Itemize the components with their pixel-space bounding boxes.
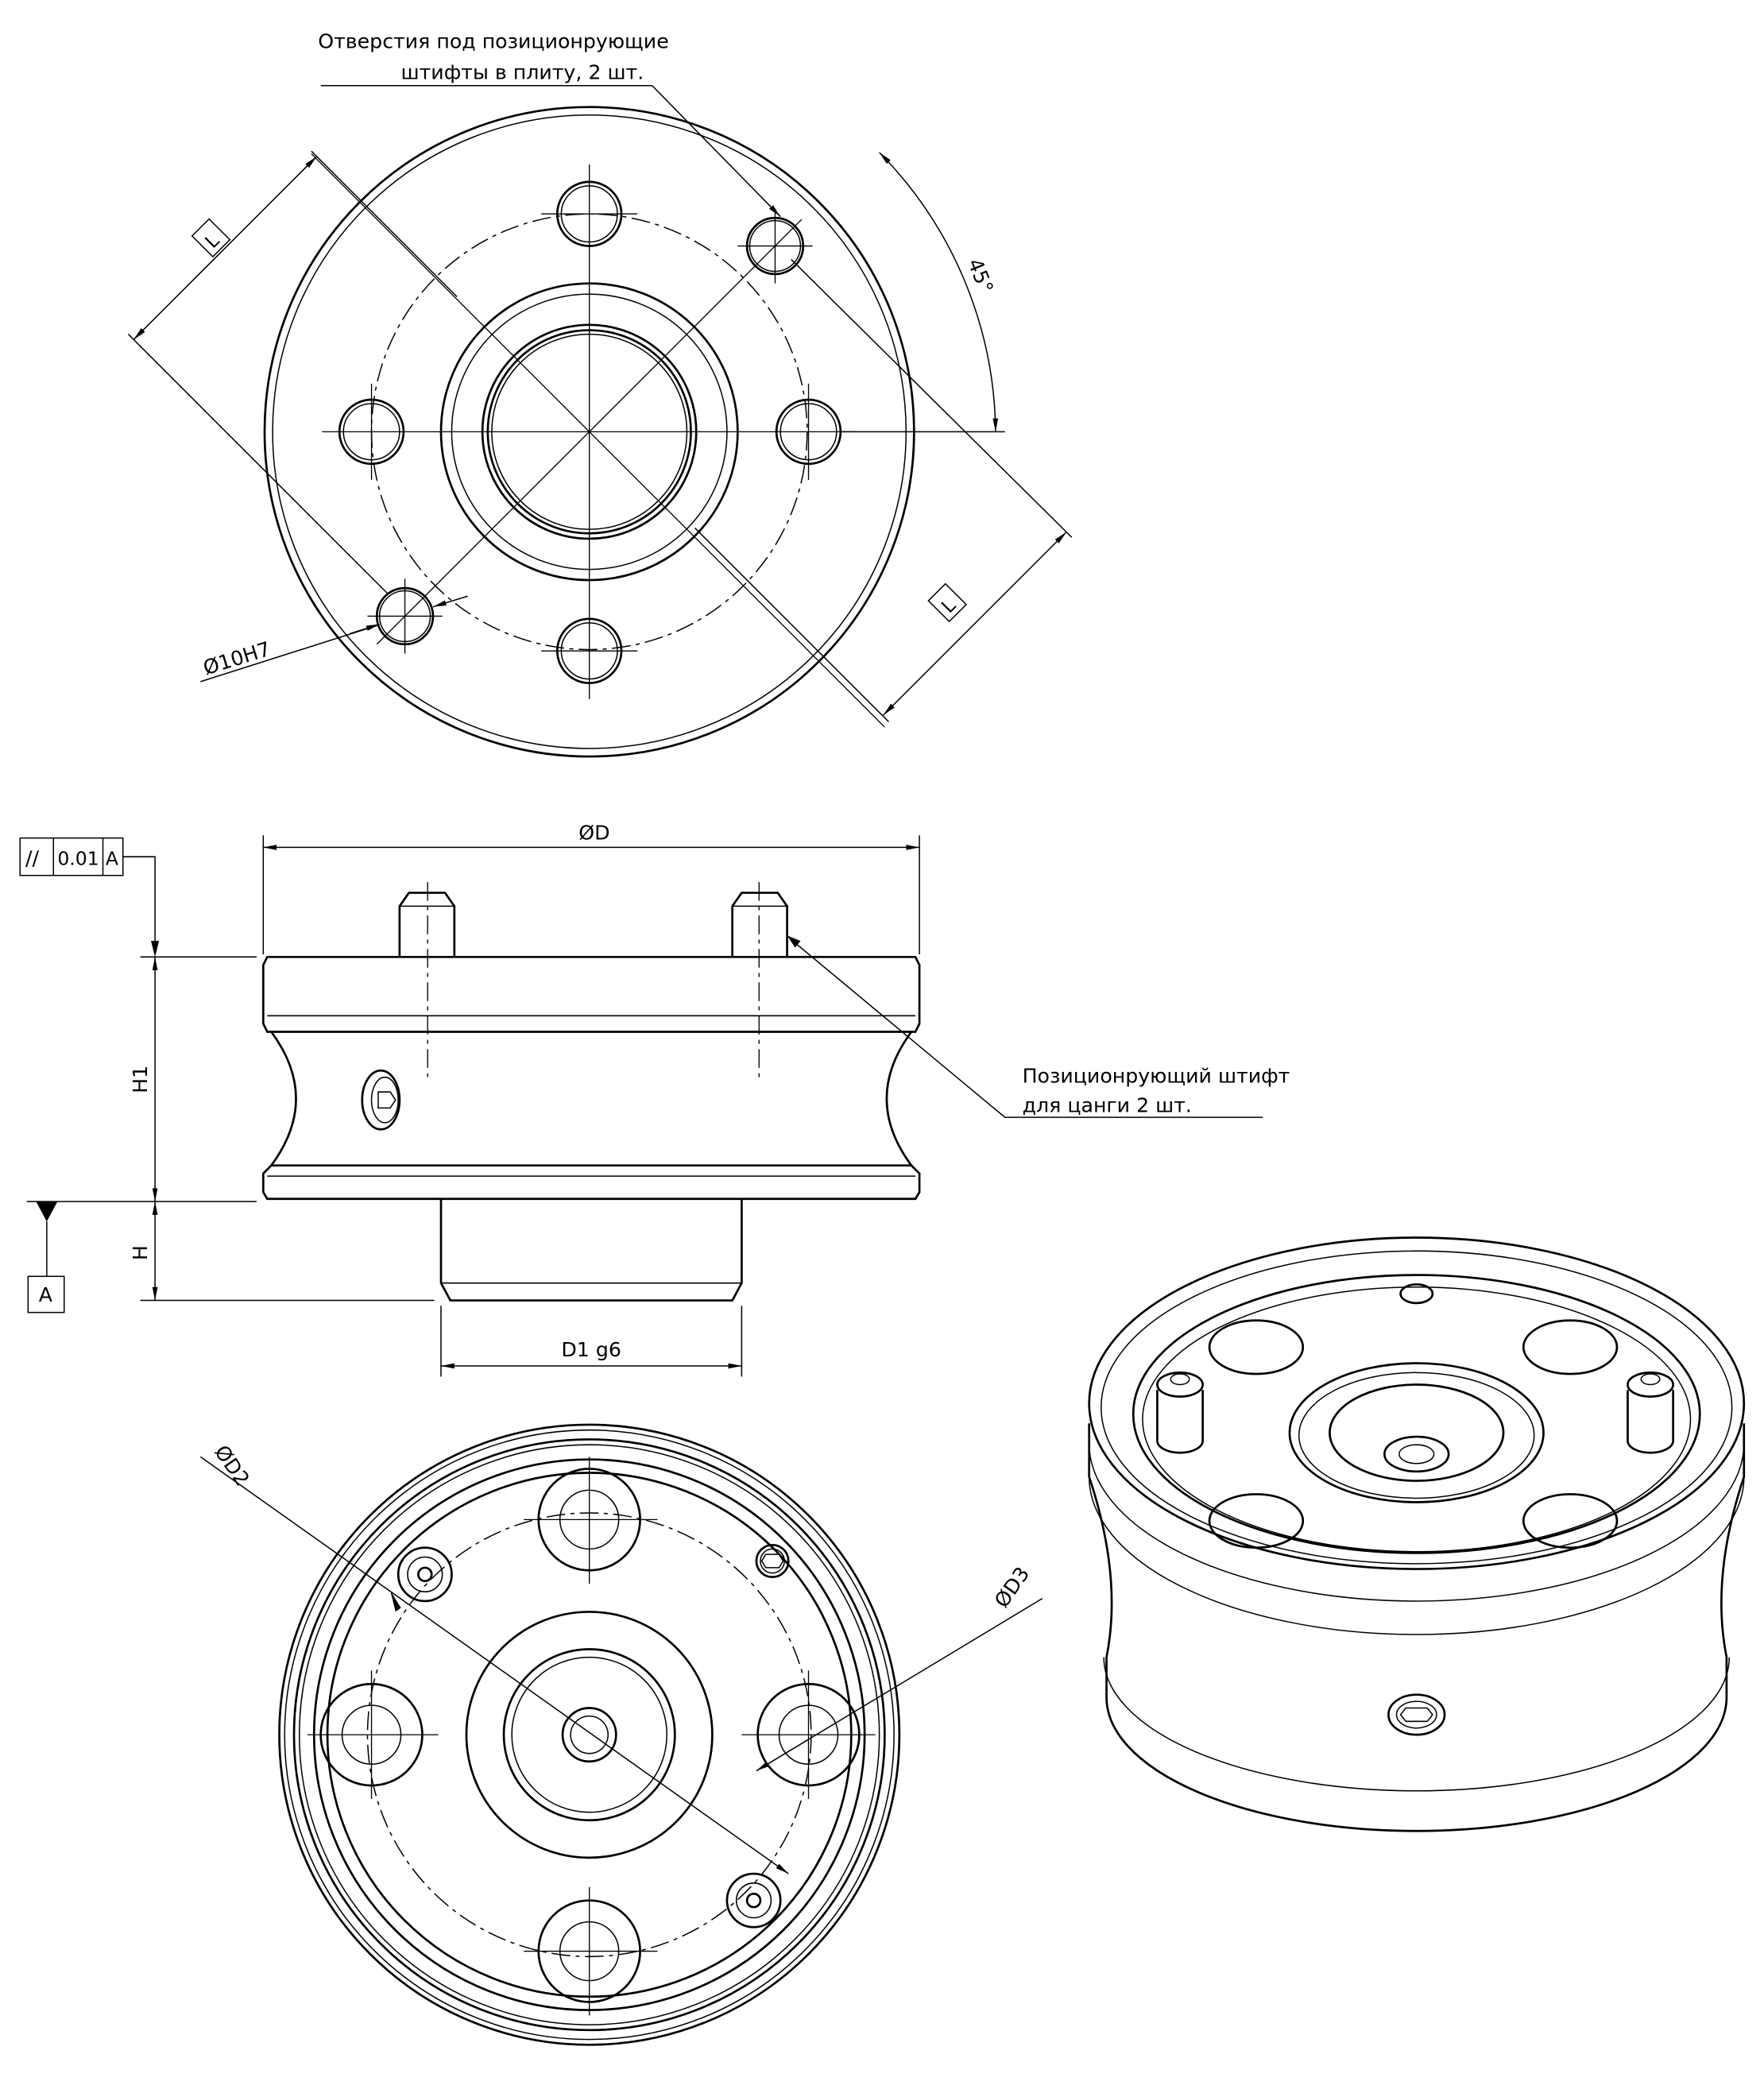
isometric-view xyxy=(1088,1236,1746,1832)
bottom-outer xyxy=(278,1423,901,2046)
dim-D2-arrow xyxy=(390,1590,401,1612)
iso-hub-2 xyxy=(1298,1371,1535,1499)
dim-D2-label: ØD2 xyxy=(210,1441,253,1490)
iso-top-face xyxy=(1132,1274,1701,1554)
iso-hole-1 xyxy=(1208,1319,1305,1375)
pin-hole-upper-right xyxy=(737,208,813,284)
note-leader xyxy=(652,85,781,218)
datum-triangle-icon xyxy=(36,1201,58,1222)
iso-hole-4 xyxy=(1522,1493,1619,1549)
iso-pin-left xyxy=(1156,1371,1204,1454)
iso-top-face-2 xyxy=(1142,1286,1692,1553)
iso-bottom-line xyxy=(1103,1657,1731,1792)
dim-L-left-ext xyxy=(311,150,458,298)
pin-note-line1: Позиционрующий штифт xyxy=(1023,1064,1290,1087)
dim-L-left-line xyxy=(133,156,318,340)
dim-L-left-box: L xyxy=(191,218,231,258)
tolerance-leader-arrow xyxy=(151,941,160,958)
iso-side-left xyxy=(1088,1423,1113,1698)
mount-hole-bottom xyxy=(541,617,638,684)
hole-dim-arrow1 xyxy=(350,623,380,635)
iso-center-hole xyxy=(1383,1435,1450,1473)
dim-L-right-ext2 xyxy=(694,527,889,722)
hole-dim-leader xyxy=(200,625,377,683)
datum-box xyxy=(27,1275,65,1313)
mount-hole-top xyxy=(541,180,638,247)
tolerance-frame: // 0.01 A xyxy=(19,837,124,876)
dim-L-right-line xyxy=(883,531,1067,716)
bottom-hub xyxy=(465,1611,714,1859)
datum-label: A xyxy=(39,1283,53,1306)
bottom-flange xyxy=(261,1164,921,1201)
hole-dim-arrow2 xyxy=(432,595,468,608)
bottom-hole-left xyxy=(307,1670,439,1799)
dim-D1-label: D1 g6 xyxy=(561,1338,621,1361)
dim-H-label: H xyxy=(129,1245,152,1260)
iso-hole-2 xyxy=(1522,1319,1619,1375)
waist-profile xyxy=(270,1031,913,1166)
bottom-ring-2 xyxy=(292,1438,886,2032)
note-holes-line2: штифты в плиту, 2 шт. xyxy=(401,60,644,83)
angle-arc xyxy=(879,152,999,432)
dim-D-label: ØD xyxy=(578,821,609,844)
bottom-view: ØD2 ØD3 xyxy=(199,1423,1043,2046)
tolerance-datum: A xyxy=(106,847,118,869)
tolerance-leader xyxy=(122,856,156,952)
bottom-hole-right xyxy=(741,1670,876,1799)
side-view: ØD H1 H / xyxy=(19,821,1290,1377)
hole-dim-label: Ø10H7 xyxy=(200,637,273,679)
diagonal-line-2 xyxy=(376,219,803,645)
iso-hub xyxy=(1288,1362,1545,1503)
pin-note-arrow xyxy=(787,935,801,948)
iso-top-rim xyxy=(1088,1236,1746,1570)
bottom-pin-upper-left xyxy=(397,1546,453,1603)
bottom-ring-3 xyxy=(298,1444,880,2025)
bottom-center-hole-inner xyxy=(570,1715,609,1754)
bottom-hub-inner xyxy=(502,1648,676,1822)
bottom-boss xyxy=(439,1198,743,1302)
diagonal-line-1 xyxy=(311,153,885,728)
pin-right xyxy=(731,892,788,958)
bottom-hex-screw-icon xyxy=(755,1543,790,1579)
iso-flange-edge xyxy=(1088,1476,1745,1635)
iso-center-hole-inner xyxy=(1398,1444,1435,1464)
tolerance-value: 0.01 xyxy=(57,847,99,869)
iso-side-right xyxy=(1720,1423,1746,1698)
top-flange xyxy=(261,955,921,1033)
mount-hole-right xyxy=(775,383,842,480)
dim-L-left-ext2 xyxy=(127,334,389,594)
dim-D3-label: ØD3 xyxy=(990,1563,1034,1612)
tolerance-symbol: // xyxy=(25,846,39,869)
pin-left xyxy=(398,892,456,958)
dim-H1-label: H1 xyxy=(129,1066,152,1093)
note-holes-line1: Отверстия под позиционрующие xyxy=(318,30,668,53)
bottom-hub-step xyxy=(511,1656,667,1813)
bottom-ring-1 xyxy=(284,1429,895,2041)
dim-L-right-ext xyxy=(791,258,1073,538)
dim-D2-line xyxy=(199,1456,789,1874)
iso-hole-3 xyxy=(1208,1493,1305,1549)
pin-note-line2: для цанги 2 шт. xyxy=(1023,1093,1192,1116)
top-view: Отверстия под позиционрующие штифты в пл… xyxy=(127,30,1073,758)
bottom-hole-top xyxy=(524,1457,658,1584)
iso-pin-right xyxy=(1627,1371,1674,1454)
bottom-center-hole xyxy=(561,1707,617,1763)
iso-flange-edge2 xyxy=(1088,1443,1745,1602)
iso-hub-bore xyxy=(1329,1383,1505,1482)
iso-small-hole xyxy=(1399,1283,1434,1305)
iso-top-rim-2 xyxy=(1101,1250,1733,1565)
pin-note-leader xyxy=(791,938,1263,1118)
dim-D3-line xyxy=(756,1597,1043,1772)
side-screw-icon xyxy=(361,1069,401,1131)
mount-hole-left xyxy=(338,383,405,480)
pin-hole-lower-left xyxy=(367,578,443,654)
bottom-hole-bottom xyxy=(524,1886,658,2016)
dim-L-right-box: L xyxy=(927,582,968,623)
iso-side-screw-icon xyxy=(1387,1693,1446,1736)
bottom-pin-lower-right xyxy=(725,1872,782,1929)
iso-bottom-edge xyxy=(1105,1697,1728,1832)
